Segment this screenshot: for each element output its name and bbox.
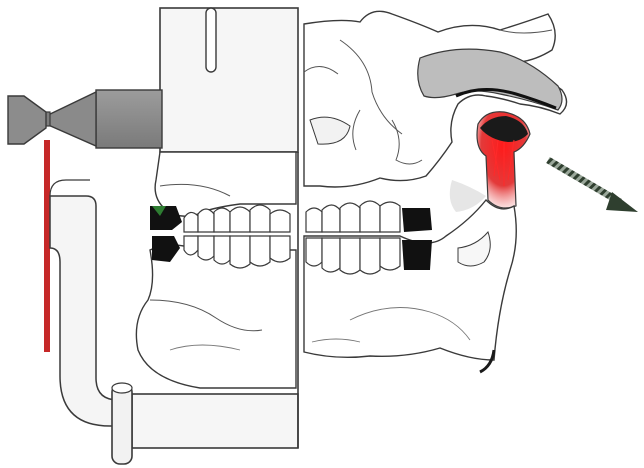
arrow-down-right-icon xyxy=(548,160,638,212)
red-rod xyxy=(44,140,50,352)
articulator-arm-taper xyxy=(46,92,96,146)
left-wedge-upper xyxy=(150,206,182,230)
right-wedge-upper xyxy=(402,208,432,232)
articulator-bottom-bar xyxy=(132,394,298,448)
articulator-slot xyxy=(206,8,216,72)
joint-top xyxy=(112,383,132,393)
articulator-knob xyxy=(8,96,46,144)
right-wedge-lower xyxy=(402,240,432,270)
pipe-edge xyxy=(50,180,90,196)
left-cast-model xyxy=(136,152,296,388)
right-teeth xyxy=(306,201,400,274)
articulator-upper-block xyxy=(160,8,298,152)
articulator-joint xyxy=(112,384,132,464)
skull-jaw xyxy=(304,11,567,372)
articulator-arm-gray xyxy=(96,90,162,148)
lower-cast xyxy=(136,245,296,388)
